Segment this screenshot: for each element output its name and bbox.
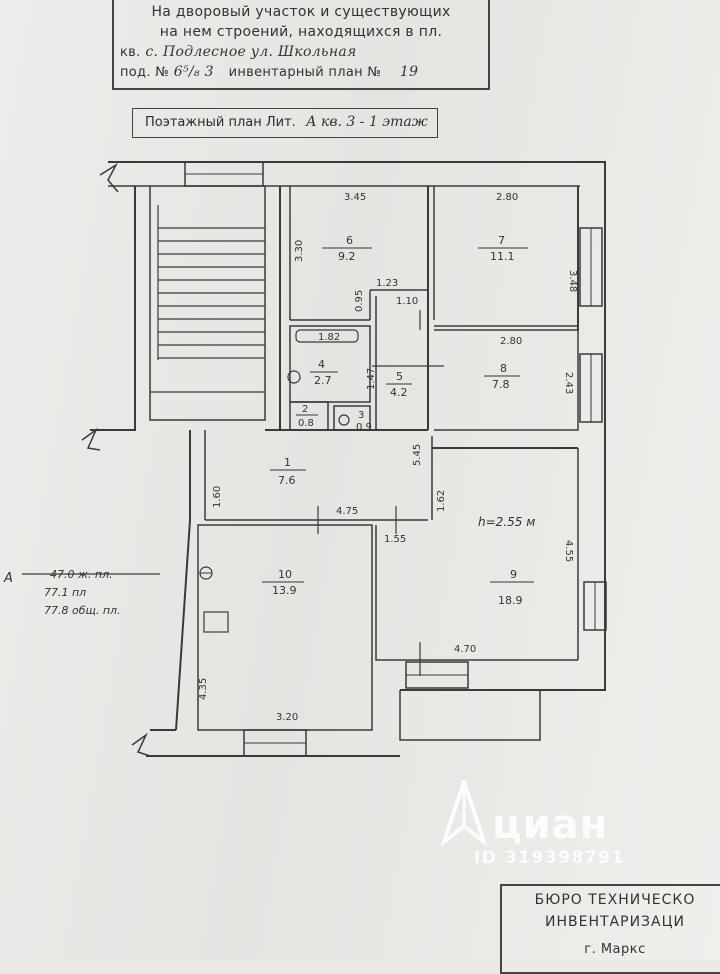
- header-line-1: На дворовый участок и существующих: [151, 4, 451, 20]
- dim-1-47: 1.47: [366, 368, 377, 390]
- house-prefix: под. №: [120, 65, 170, 80]
- plan-label: инвентарный план №: [228, 65, 382, 80]
- house-number: 6⁵/₈ 3: [173, 64, 214, 80]
- bureau-stamp: БЮРО ТЕХНИЧЕСКО ИНВЕНТАРИЗАЦИ г. Маркс: [500, 884, 720, 974]
- room-10-area: 13.9: [272, 584, 297, 597]
- dim-1-23: 1.23: [376, 278, 398, 289]
- summary-letter: А: [3, 571, 13, 586]
- room-6-num: 6: [346, 234, 353, 247]
- room-1-area: 7.6: [278, 474, 296, 487]
- room-10-num: 10: [278, 568, 292, 581]
- room-9-num: 9: [510, 568, 517, 581]
- dim-0-95: 0.95: [354, 290, 365, 312]
- header-address: кв. с. Подлесное ул. Школьная: [114, 44, 494, 60]
- room-6-area: 9.2: [338, 250, 356, 263]
- room-3-num: 3: [358, 410, 364, 421]
- bureau-line-3: г. Маркс: [584, 942, 646, 957]
- area-summary: А 47.0 ж. пл. 77.1 пл 77.8 общ. пл.: [3, 568, 121, 617]
- room-5-num: 5: [396, 370, 403, 383]
- dim-1-82: 1.82: [318, 332, 340, 343]
- summary-usable: 77.1 пл: [44, 586, 86, 599]
- floor-plan-label: Поэтажный план Лит.: [145, 115, 296, 130]
- dim-5-45: 5.45: [412, 444, 423, 466]
- dim-1-10: 1.10: [396, 296, 418, 307]
- header-line-2: на нем строений, находящихся в пл.: [159, 24, 443, 40]
- room-9-area: 18.9: [498, 594, 523, 607]
- room-labels: 6 9.2 7 11.1 4 2.7 5 4.2 8 7.8 2 0.8 3 0…: [262, 234, 534, 607]
- dim-4-35: 4.35: [198, 678, 209, 700]
- plan-number: 19: [399, 64, 419, 80]
- dim-1-62: 1.62: [436, 490, 447, 512]
- room-7-num: 7: [498, 234, 505, 247]
- bureau-line-1: БЮРО ТЕХНИЧЕСКО: [534, 892, 696, 908]
- header-plan-row: под. № 6⁵/₈ 3 инвентарный план № 19: [114, 64, 494, 80]
- watermark-id: ID 319398791: [474, 848, 625, 868]
- ceiling-height: h=2.55 м: [478, 515, 535, 529]
- floor-plan-caption: Поэтажный план Лит. А кв. 3 - 1 этаж: [132, 108, 438, 138]
- dim-3-45: 3.45: [344, 192, 366, 203]
- room-2-num: 2: [302, 404, 308, 415]
- room-3-area: 0.9: [356, 422, 372, 433]
- dim-1-60: 1.60: [212, 486, 223, 508]
- dimension-labels: 3.45 2.80 3.30 3.48 1.23 0.95 1.10 1.82 …: [198, 192, 578, 723]
- dim-1-55: 1.55: [384, 534, 406, 545]
- walls: [22, 161, 607, 757]
- dim-3-48: 3.48: [567, 270, 578, 292]
- header-stamp: На дворовый участок и существующих на не…: [112, 0, 490, 90]
- dim-4-55: 4.55: [563, 540, 574, 562]
- address-prefix: кв.: [120, 45, 141, 60]
- room-4-num: 4: [318, 358, 325, 371]
- watermark-brand: циан: [492, 802, 609, 848]
- dim-4-70: 4.70: [454, 644, 476, 655]
- room-7-area: 11.1: [490, 250, 515, 263]
- cian-logo-icon: [440, 780, 488, 846]
- room-8-area: 7.8: [492, 378, 510, 391]
- dim-3-30: 3.30: [294, 240, 305, 262]
- stairs: [150, 205, 265, 393]
- room-4-area: 2.7: [314, 374, 332, 387]
- dim-3-20: 3.20: [276, 712, 298, 723]
- floor-plan-value: А кв. 3 - 1 этаж: [305, 114, 428, 130]
- dim-2-43: 2.43: [563, 372, 574, 394]
- room-8-num: 8: [500, 362, 507, 375]
- dim-2-80-mid: 2.80: [500, 336, 522, 347]
- summary-total: 77.8 общ. пл.: [44, 604, 121, 617]
- room-2-area: 0.8: [298, 418, 314, 429]
- room-5-area: 4.2: [390, 386, 408, 399]
- room-1-num: 1: [284, 456, 291, 469]
- dim-2-80-top: 2.80: [496, 192, 518, 203]
- watermark: циан ID 319398791: [440, 780, 670, 870]
- dim-4-75: 4.75: [336, 506, 358, 517]
- address-handwritten: с. Подлесное ул. Школьная: [145, 44, 357, 60]
- summary-living: 47.0 ж. пл.: [50, 568, 113, 581]
- bureau-line-2: ИНВЕНТАРИЗАЦИ: [545, 914, 685, 930]
